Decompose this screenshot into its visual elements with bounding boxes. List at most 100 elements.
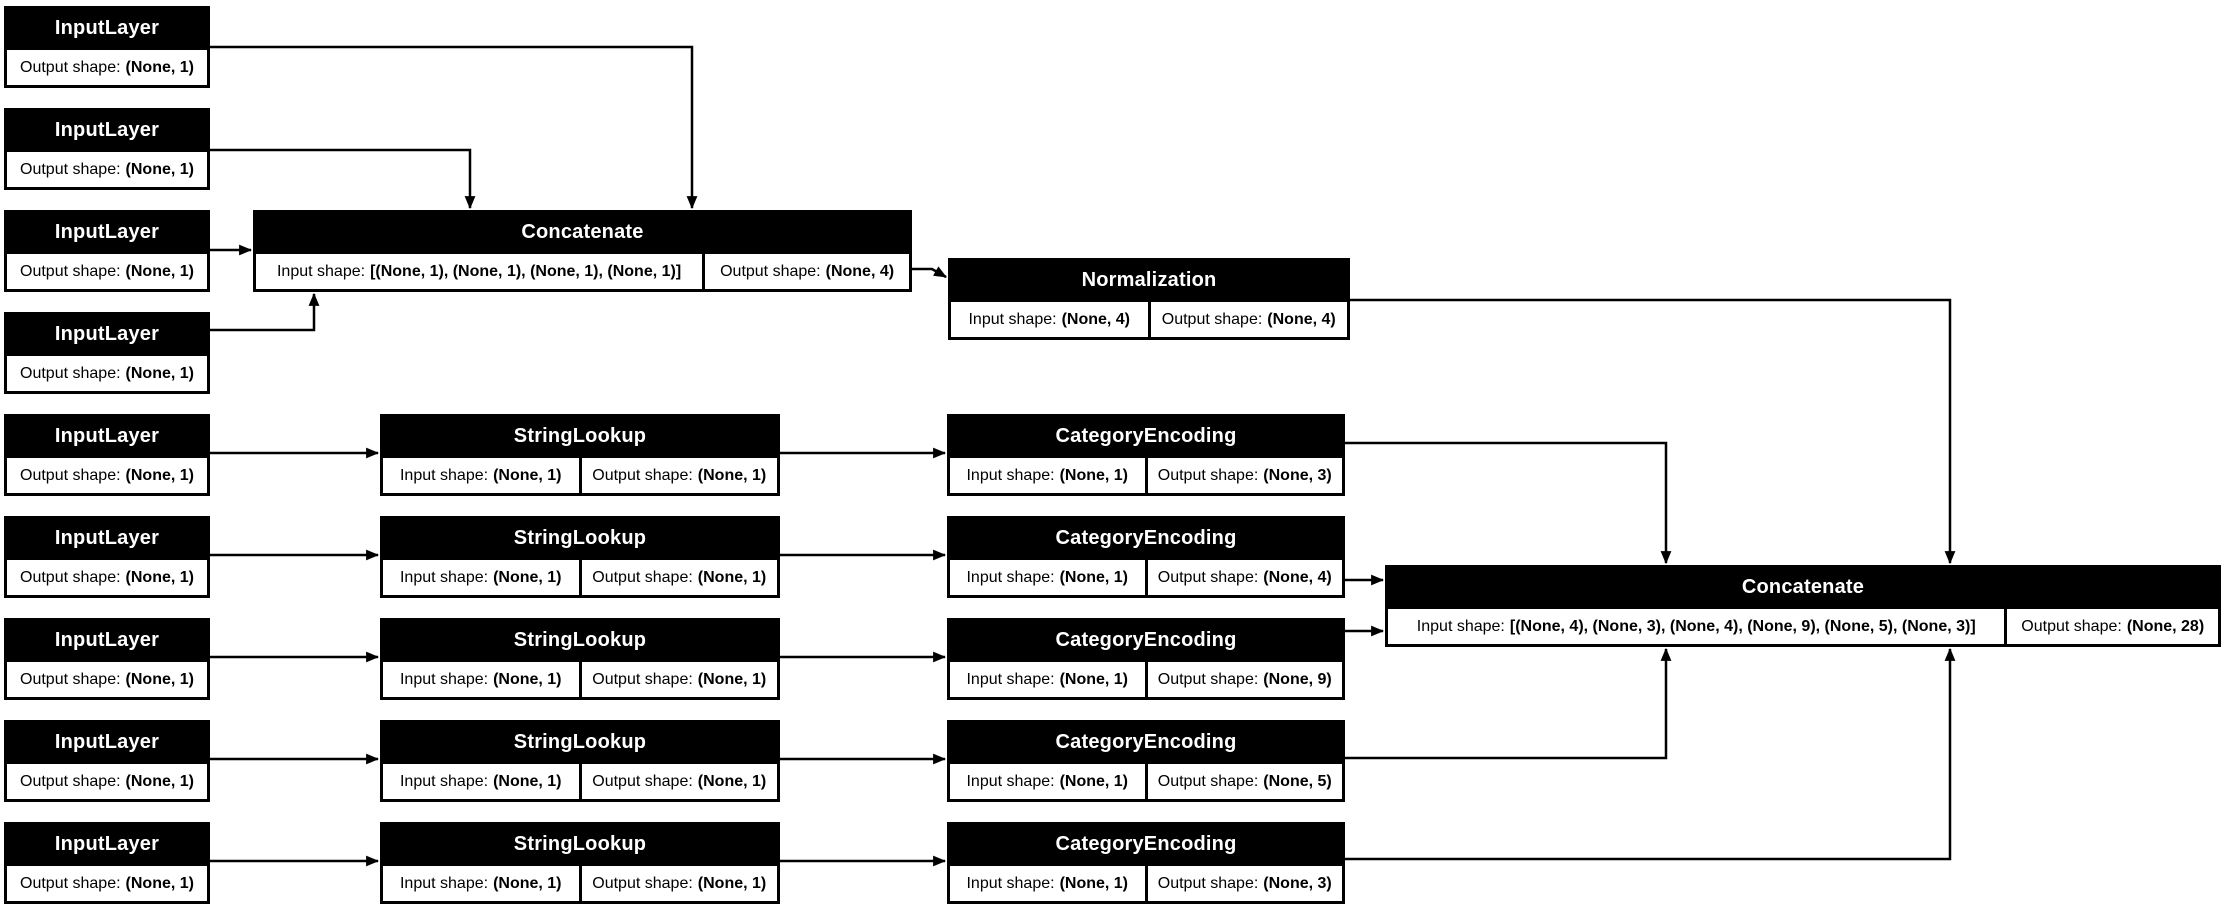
shape-cell: Input shape:(None, 1) (383, 866, 579, 901)
shape-label: Input shape: (966, 466, 1055, 484)
shape-cell: Output shape:(None, 4) (705, 254, 909, 289)
layer-type-title: Concatenate (521, 220, 644, 243)
edge-connector (210, 292, 320, 332)
shape-cell: Output shape:(None, 1) (7, 50, 207, 85)
shape-label: Input shape: (966, 772, 1055, 790)
layer-shape-cells: Output shape:(None, 1) (4, 764, 210, 802)
shape-cell: Input shape:(None, 1) (950, 764, 1145, 799)
shape-value: (None, 4) (1267, 310, 1336, 328)
shape-value: (None, 4) (1263, 568, 1332, 586)
shape-cell: Output shape:(None, 28) (2007, 609, 2218, 644)
shape-cell: Output shape:(None, 1) (7, 458, 207, 493)
shape-value: (None, 5) (1263, 772, 1332, 790)
shape-cell: Output shape:(None, 1) (581, 560, 777, 595)
shape-cell: Output shape:(None, 1) (7, 560, 207, 595)
shape-label: Input shape: (966, 670, 1055, 688)
shape-value: (None, 1) (125, 160, 194, 178)
shape-value: (None, 1) (697, 466, 767, 484)
shape-cell: Input shape:[(None, 4), (None, 3), (None… (1388, 609, 2005, 644)
shape-value: (None, 1) (697, 670, 767, 688)
shape-value: (None, 4) (1061, 310, 1131, 328)
edge-connector (1345, 441, 1672, 565)
layer-shape-cells: Output shape:(None, 1) (4, 356, 210, 394)
layer-type-title: Normalization (1081, 268, 1217, 291)
shape-value: (None, 1) (697, 772, 767, 790)
layer-node-inputlayer: InputLayer Output shape:(None, 1) (4, 822, 210, 904)
shape-cell: Output shape:(None, 9) (1147, 662, 1342, 697)
layer-shape-cells: Input shape:(None, 4)Output shape:(None,… (948, 302, 1350, 340)
layer-type-title: InputLayer (54, 16, 160, 39)
shape-cell: Input shape:(None, 1) (383, 458, 579, 493)
shape-value: (None, 1) (125, 466, 194, 484)
layer-shape-cells: Input shape:[(None, 1), (None, 1), (None… (253, 254, 912, 292)
layer-shape-cells: Output shape:(None, 1) (4, 560, 210, 598)
layer-shape-cells: Input shape:(None, 1)Output shape:(None,… (380, 458, 780, 496)
layer-shape-cells: Input shape:(None, 1)Output shape:(None,… (947, 560, 1345, 598)
layer-type-title: InputLayer (54, 628, 160, 651)
shape-value: (None, 1) (697, 568, 767, 586)
edge-connector (1345, 647, 1672, 760)
shape-value: (None, 1) (125, 670, 194, 688)
layer-shape-cells: Output shape:(None, 1) (4, 458, 210, 496)
shape-value: (None, 28) (2126, 617, 2205, 635)
shape-value: (None, 1) (1059, 874, 1129, 892)
edge-connector (1350, 298, 1956, 565)
shape-value: (None, 1) (1059, 670, 1129, 688)
layer-type-title: StringLookup (513, 424, 647, 447)
shape-label: Output shape: (20, 262, 121, 280)
shape-label: Output shape: (20, 874, 121, 892)
shape-value: (None, 1) (697, 874, 767, 892)
shape-cell: Input shape:[(None, 1), (None, 1), (None… (256, 254, 703, 289)
shape-value: (None, 4) (825, 262, 895, 280)
shape-value: (None, 1) (1059, 466, 1129, 484)
layer-shape-cells: Input shape:(None, 1) Output shape:(None,… (947, 662, 1345, 700)
shape-value: (None, 1) (125, 874, 194, 892)
layer-type-title: InputLayer (54, 322, 160, 345)
shape-value: (None, 1) (493, 568, 562, 586)
shape-label: Input shape: (276, 262, 366, 280)
layer-node-categoryencoding: CategoryEncoding Input shape:(None, 1)Ou… (947, 516, 1345, 598)
layer-type-title: CategoryEncoding (1055, 628, 1237, 651)
layer-shape-cells: Output shape:(None, 1) (4, 254, 210, 292)
layer-node-stringlookup: StringLookup Input shape:(None, 1)Output… (380, 822, 780, 904)
layer-type-title: CategoryEncoding (1055, 424, 1237, 447)
layer-type-title: CategoryEncoding (1055, 730, 1237, 753)
shape-label: Output shape: (20, 466, 121, 484)
layer-node-inputlayer: InputLayer Output shape:(None, 1) (4, 516, 210, 598)
shape-label: Output shape: (1157, 568, 1259, 586)
shape-cell: Output shape:(None, 1) (7, 764, 207, 799)
shape-label: Output shape: (20, 364, 121, 382)
shape-label: Output shape: (20, 772, 121, 790)
layer-type-title: StringLookup (513, 832, 647, 855)
shape-label: Output shape: (20, 568, 121, 586)
shape-label: Output shape: (592, 568, 693, 586)
layer-shape-cells: Input shape:(None, 1)Output shape:(None,… (380, 560, 780, 598)
shape-cell: Input shape:(None, 4) (951, 302, 1148, 337)
layer-shape-cells: Input shape:(None, 1)Output shape:(None,… (947, 764, 1345, 802)
shape-cell: Output shape:(None, 1) (581, 662, 777, 697)
edge-connector (210, 148, 476, 210)
shape-label: Input shape: (399, 466, 489, 484)
shape-cell: Output shape:(None, 5) (1147, 764, 1342, 799)
layer-node-concatenate: Concatenate Input shape:[(None, 4), (Non… (1385, 565, 2221, 647)
shape-label: Input shape: (399, 670, 489, 688)
shape-cell: Input shape:(None, 1) (950, 866, 1145, 901)
layer-shape-cells: Input shape:(None, 1)Output shape:(None,… (380, 662, 780, 700)
layer-node-stringlookup: StringLookup Input shape:(None, 1)Output… (380, 516, 780, 598)
layer-node-categoryencoding: CategoryEncoding Input shape:(None, 1)Ou… (947, 720, 1345, 802)
layer-node-inputlayer: InputLayer Output shape:(None, 1) (4, 108, 210, 190)
shape-label: Output shape: (20, 670, 121, 688)
shape-label: Output shape: (1157, 874, 1259, 892)
edge-connector (1345, 647, 1956, 861)
layer-node-inputlayer: InputLayer Output shape:(None, 1) (4, 6, 210, 88)
shape-label: Output shape: (592, 670, 693, 688)
shape-value: (None, 1) (493, 772, 562, 790)
shape-value: (None, 1) (493, 670, 562, 688)
shape-cell: Output shape:(None, 1) (7, 866, 207, 901)
layer-type-title: StringLookup (513, 526, 647, 549)
layer-shape-cells: Output shape:(None, 1) (4, 50, 210, 88)
shape-label: Output shape: (2021, 617, 2122, 635)
layer-type-title: InputLayer (54, 832, 160, 855)
shape-label: Output shape: (1157, 466, 1259, 484)
